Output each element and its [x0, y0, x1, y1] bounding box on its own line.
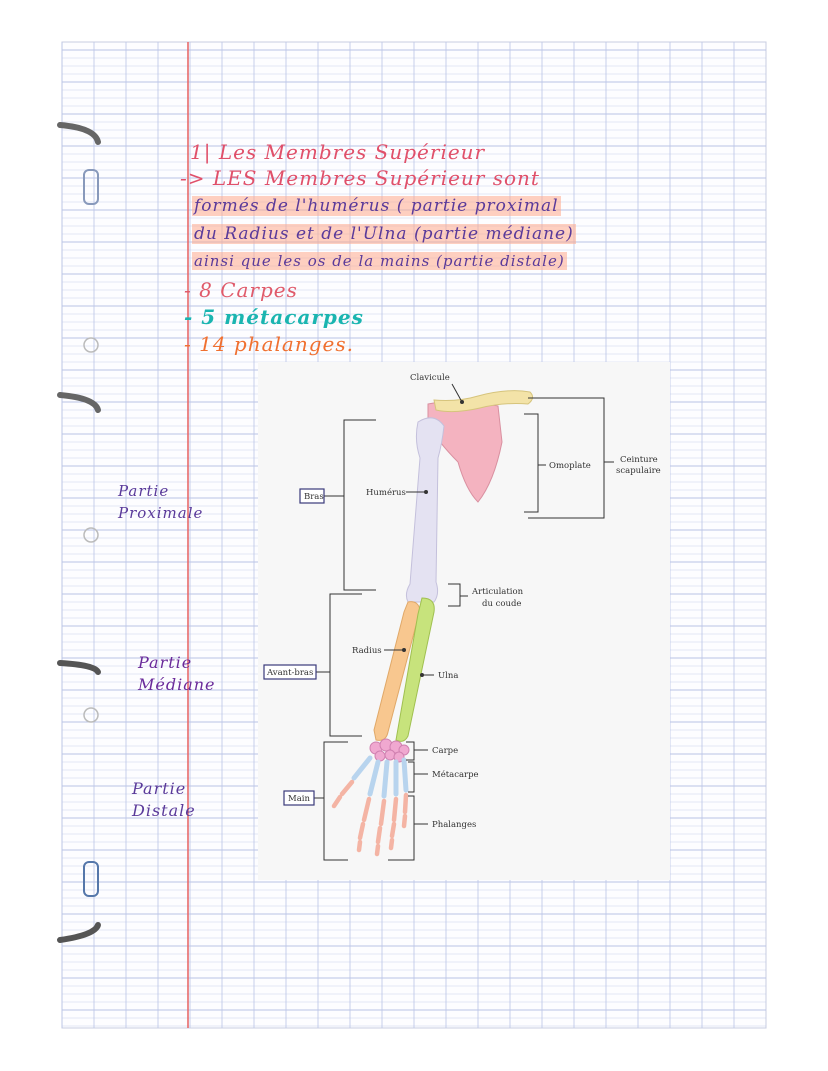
- label-omoplate: Omoplate: [549, 461, 591, 471]
- label-ceinture-1: Ceinture: [620, 455, 658, 465]
- label-bras: Bras: [304, 492, 324, 502]
- bones-item-phalanges: - 14 phalanges.: [184, 332, 354, 356]
- label-radius: Radius: [352, 646, 382, 656]
- label-carpe: Carpe: [432, 746, 458, 756]
- notes-line-4: ainsi que les os de la mains (partie dis…: [192, 252, 567, 270]
- binder-rings: [57, 122, 101, 943]
- bones-item-carpes: - 8 Carpes: [184, 278, 298, 302]
- carpal-bones: [369, 738, 410, 763]
- label-clavicule: Clavicule: [410, 373, 450, 383]
- label-ulna: Ulna: [438, 671, 458, 681]
- notes-line-3: du Radius et de l'Ulna (partie médiane): [192, 224, 576, 244]
- label-main: Main: [288, 794, 310, 804]
- label-partie-distale: Partie Distale: [132, 779, 196, 820]
- arm-anatomy-diagram: Clavicule Omoplate Ceinture scapulaire B…: [258, 362, 670, 880]
- phalanx-bones: [331, 779, 409, 857]
- ulna-bone: [395, 597, 435, 742]
- label-metacarpe: Métacarpe: [432, 769, 479, 780]
- metacarpal-bones: [351, 755, 409, 799]
- clavicle-bone: [433, 390, 534, 413]
- label-phalanges: Phalanges: [432, 820, 476, 830]
- label-ceinture-2: scapulaire: [616, 466, 661, 476]
- label-partie-mediane: Partie Médiane: [138, 653, 216, 694]
- notes-line-2: formés de l'humérus ( partie proximal: [192, 196, 561, 216]
- bones-item-metacarpes: - 5 métacarpes: [184, 305, 364, 329]
- notes-line-1: -> LES Membres Supérieur sont: [180, 166, 540, 190]
- label-partie-proximale: Partie Proximale: [118, 482, 204, 522]
- radius-bone: [373, 601, 421, 741]
- humerus-bone: [405, 417, 445, 603]
- label-articulation-1: Articulation: [471, 587, 524, 597]
- section-title: 1| Les Membres Supérieur: [190, 140, 486, 164]
- label-humerus: Humérus: [366, 487, 406, 498]
- label-articulation-2: du coude: [482, 599, 521, 609]
- label-avant-bras: Avant-bras: [266, 668, 313, 678]
